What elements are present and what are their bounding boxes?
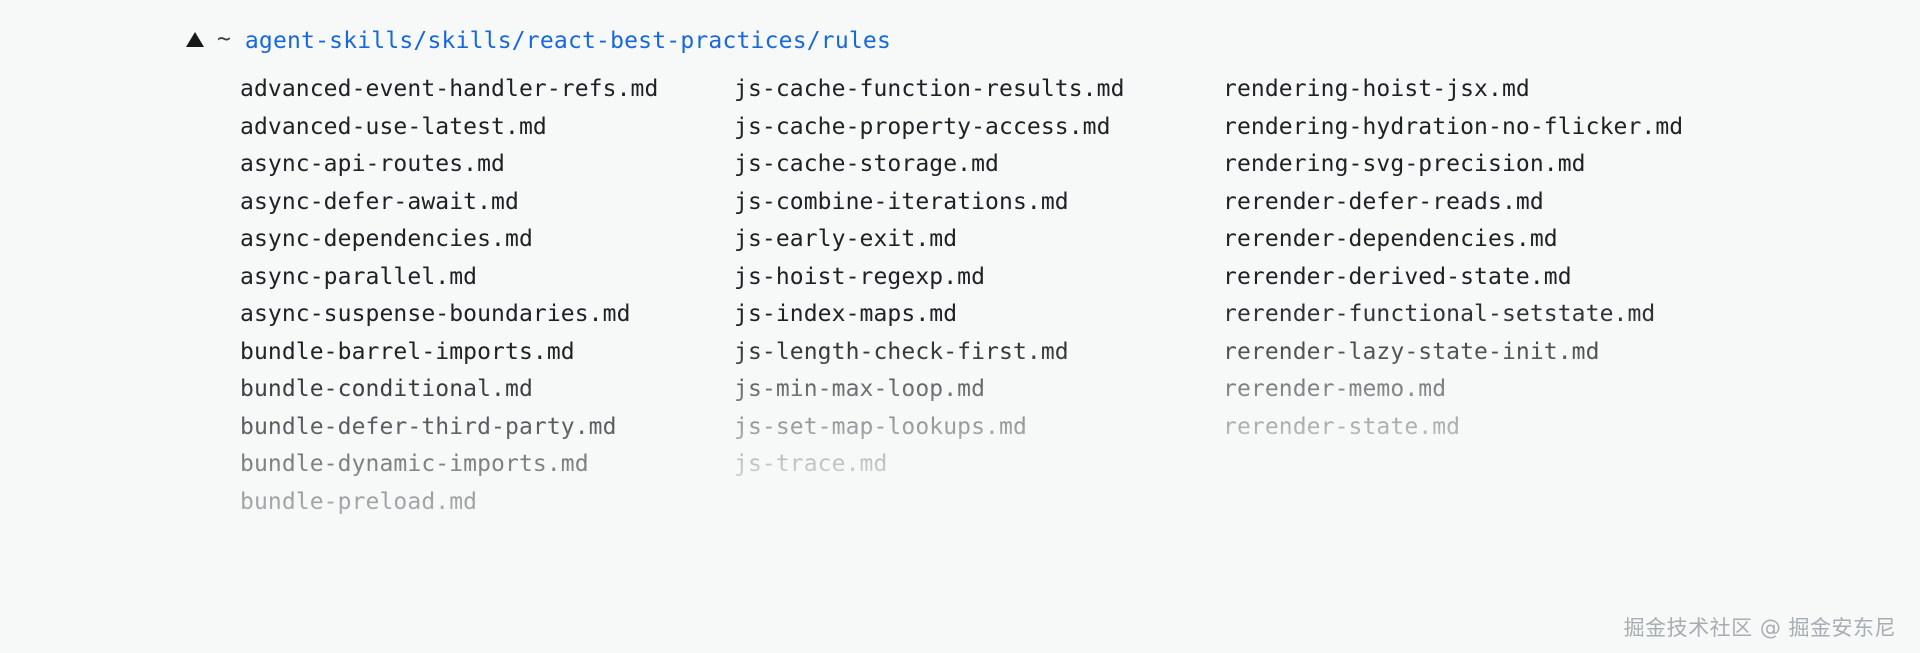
file-entry[interactable]: rerender-defer-reads.md xyxy=(1223,188,1544,215)
file-entry[interactable]: rerender-state.md xyxy=(1223,413,1461,440)
listing-column-2: js-cache-function-results.md js-cache-pro… xyxy=(734,78,1125,491)
file-entry[interactable]: async-dependencies.md xyxy=(240,226,533,252)
listing-column-1: advanced-event-handler-refs.md advanced-u… xyxy=(240,78,658,528)
file-entry[interactable]: js-min-max-loop.md xyxy=(734,376,986,402)
file-entry[interactable]: rerender-derived-state.md xyxy=(1223,263,1572,290)
file-entry[interactable]: js-index-maps.md xyxy=(734,301,958,327)
file-entry[interactable]: js-combine-iterations.md xyxy=(734,188,1069,215)
file-entry[interactable]: async-api-routes.md xyxy=(240,151,505,177)
file-entry[interactable]: bundle-defer-third-party.md xyxy=(240,413,617,440)
home-symbol: ~ xyxy=(217,26,231,52)
prompt-line: ~ agent-skills/skills/react-best-practic… xyxy=(186,26,892,54)
watermark: 掘金技术社区 @ 掘金安东尼 xyxy=(1623,616,1896,640)
file-entry[interactable]: js-early-exit.md xyxy=(734,226,958,252)
file-entry[interactable]: rendering-hoist-jsx.md xyxy=(1223,76,1530,102)
file-entry[interactable]: rerender-functional-setstate.md xyxy=(1223,301,1656,327)
file-entry[interactable]: bundle-dynamic-imports.md xyxy=(240,451,589,477)
file-entry[interactable]: js-cache-property-access.md xyxy=(734,113,1111,140)
file-entry[interactable]: rerender-dependencies.md xyxy=(1223,226,1558,252)
file-entry[interactable]: rendering-hydration-no-flicker.md xyxy=(1223,113,1684,140)
file-entry[interactable]: bundle-conditional.md xyxy=(240,376,533,402)
file-entry[interactable]: advanced-use-latest.md xyxy=(240,113,547,140)
file-listing: advanced-event-handler-refs.md advanced-u… xyxy=(0,78,1920,653)
file-entry[interactable]: js-length-check-first.md xyxy=(734,338,1069,365)
file-entry[interactable]: js-trace.md xyxy=(734,451,888,477)
listing-column-3: rendering-hoist-jsx.md rendering-hydratio… xyxy=(1223,78,1683,453)
file-entry[interactable]: rendering-svg-precision.md xyxy=(1223,151,1586,177)
file-entry[interactable]: async-defer-await.md xyxy=(240,188,519,215)
file-entry[interactable]: rerender-memo.md xyxy=(1223,376,1447,402)
file-entry[interactable]: async-parallel.md xyxy=(240,263,478,290)
up-triangle-icon xyxy=(186,32,204,47)
current-path[interactable]: agent-skills/skills/react-best-practices… xyxy=(244,28,892,54)
file-entry[interactable]: bundle-preload.md xyxy=(240,488,478,515)
file-entry[interactable]: js-hoist-regexp.md xyxy=(734,263,986,290)
file-entry[interactable]: bundle-barrel-imports.md xyxy=(240,338,575,365)
file-entry[interactable]: rerender-lazy-state-init.md xyxy=(1223,338,1600,365)
file-entry[interactable]: js-cache-function-results.md xyxy=(734,76,1125,102)
file-entry[interactable]: advanced-event-handler-refs.md xyxy=(240,76,659,102)
file-entry[interactable]: js-cache-storage.md xyxy=(734,151,999,177)
file-entry[interactable]: async-suspense-boundaries.md xyxy=(240,301,631,327)
file-entry[interactable]: js-set-map-lookups.md xyxy=(734,413,1027,440)
